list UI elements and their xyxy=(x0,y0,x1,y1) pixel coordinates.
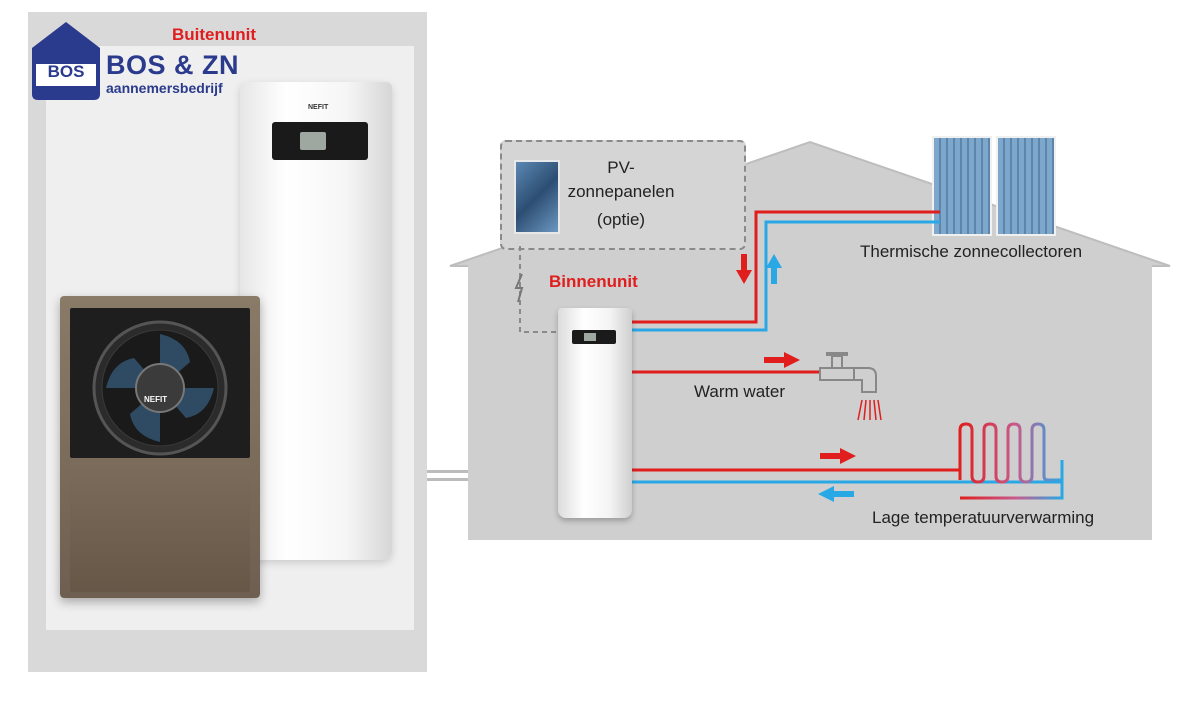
heating-label: Lage temperatuurverwarming xyxy=(872,508,1095,527)
solar-collector-left xyxy=(932,136,992,236)
heating-coil-icon xyxy=(958,422,1064,500)
indoor-unit-label: Binnenunit xyxy=(549,272,638,291)
pv-power-line xyxy=(514,246,560,333)
arrow-left-blue-icon xyxy=(818,486,854,502)
logo-house-icon xyxy=(32,22,100,100)
arrow-down-red-icon xyxy=(736,254,752,284)
arrow-right-red-icon xyxy=(764,352,800,368)
tap-icon xyxy=(819,352,882,421)
pv-panel-icon xyxy=(514,160,560,234)
logo-company-name: BOS & ZN xyxy=(106,50,240,80)
outdoor-unit-label: Buitenunit xyxy=(172,25,257,44)
pv-label-line1: PV- xyxy=(607,158,635,177)
pv-label-line2: zonnepanelen xyxy=(567,182,675,201)
indoor-unit-photo xyxy=(240,82,392,560)
outdoor-unit-photo-grill xyxy=(70,462,250,592)
logo-subtitle: aannemersbedrijf xyxy=(106,80,223,96)
pv-label-line3: (optie) xyxy=(596,210,646,229)
solar-collectors-label: Thermische zonnecollectoren xyxy=(860,242,1083,261)
arrow-right-red-icon xyxy=(820,448,856,464)
arrow-up-blue-icon xyxy=(766,254,782,284)
fan-icon xyxy=(92,320,228,456)
logo-badge-text: BOS xyxy=(47,62,85,81)
solar-collector-right xyxy=(996,136,1056,236)
indoor-unit-photo-screen xyxy=(300,132,326,150)
indoor-unit-photo-brand: NEFIT xyxy=(308,104,329,111)
outdoor-unit-photo-brand: NEFIT xyxy=(144,395,168,404)
indoor-unit-diagram-screen xyxy=(584,333,596,341)
warm-water-label: Warm water xyxy=(694,382,785,401)
